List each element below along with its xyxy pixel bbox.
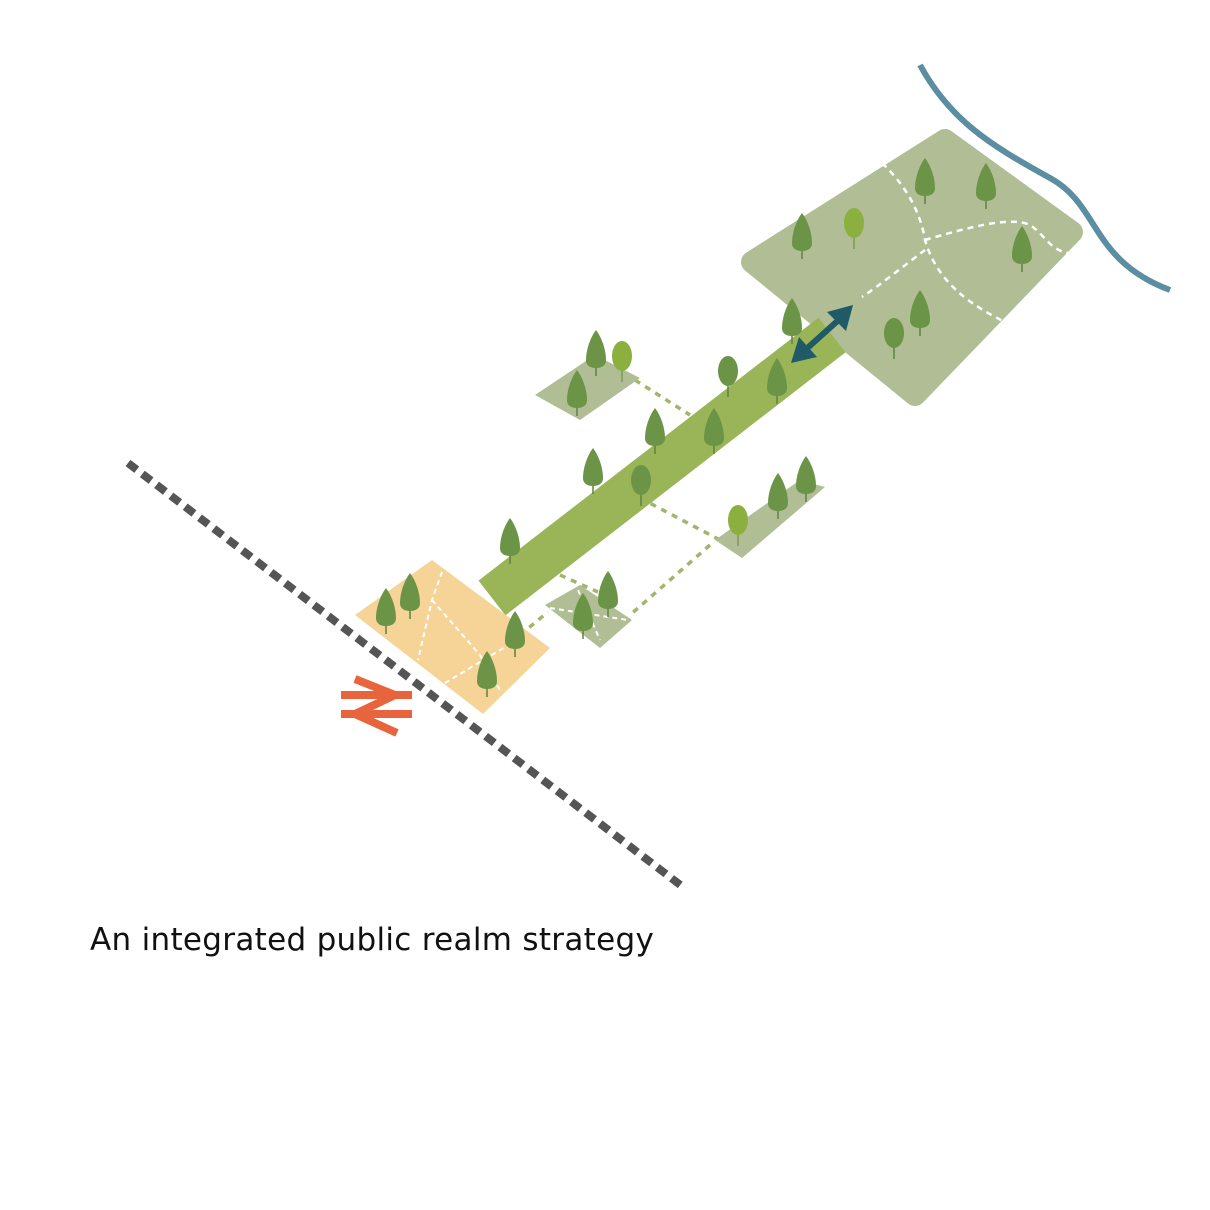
railway-line	[125, 459, 686, 891]
pocket-park-east	[715, 480, 825, 558]
park	[741, 129, 1083, 406]
park-paths	[861, 162, 1069, 324]
connection-paths	[518, 378, 721, 637]
double-arrow-icon	[791, 305, 853, 363]
diagram-caption: An integrated public realm strategy	[90, 922, 655, 958]
river	[917, 63, 1172, 293]
national-rail-logo-icon	[341, 675, 412, 737]
pocket-park-north	[535, 355, 640, 420]
